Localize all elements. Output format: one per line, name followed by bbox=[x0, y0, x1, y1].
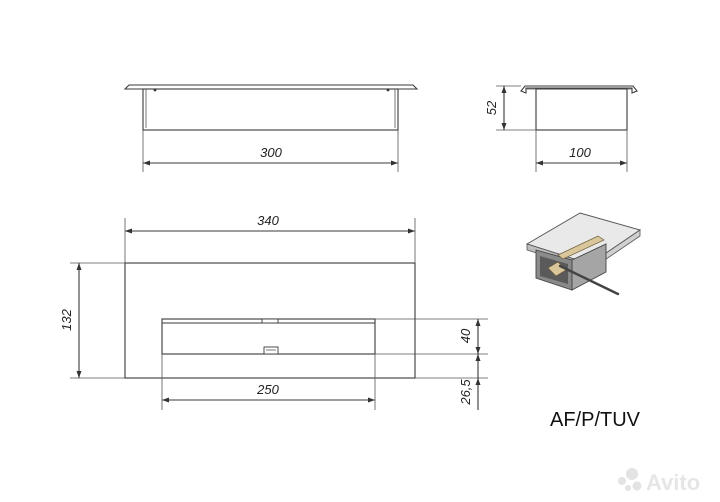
dim-insert-offset: 26,5 bbox=[458, 379, 473, 406]
dim-insert-width: 250 bbox=[256, 382, 279, 397]
dim-front-width: 340 bbox=[257, 213, 279, 228]
model-label: AF/P/TUV bbox=[550, 409, 641, 431]
watermark-text: Avito bbox=[646, 470, 700, 495]
avito-logo-icon bbox=[618, 468, 642, 491]
front-view: 340 132 250 40 26,5 bbox=[59, 213, 488, 410]
dim-side-width: 100 bbox=[569, 145, 591, 160]
dim-insert-height: 40 bbox=[458, 328, 473, 343]
top-view: 300 bbox=[123, 84, 419, 172]
burner-3d-illustration bbox=[525, 212, 642, 296]
dim-top-width: 300 bbox=[260, 145, 282, 160]
side-view: 52 100 bbox=[484, 85, 638, 172]
dim-side-height: 52 bbox=[484, 100, 499, 115]
dim-front-height: 132 bbox=[59, 308, 74, 330]
